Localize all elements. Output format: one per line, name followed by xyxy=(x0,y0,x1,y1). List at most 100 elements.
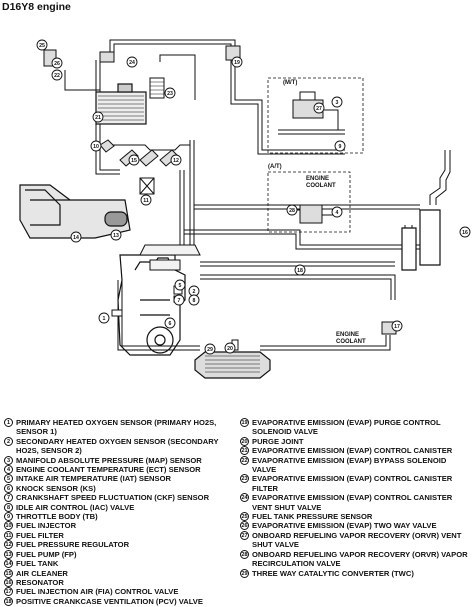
callout-number: 3 xyxy=(336,100,339,106)
callout-number: 12 xyxy=(173,158,179,164)
legend-number: 4 xyxy=(4,465,13,475)
legend-text: KNOCK SENSOR (KS) xyxy=(16,483,96,493)
legend-text: ENGINE COOLANT TEMPERATURE (ECT) SENSOR xyxy=(16,465,201,475)
callout-8: 8 xyxy=(188,294,200,306)
legend-number: 18 xyxy=(4,596,13,606)
callout-29: 29 xyxy=(204,343,216,355)
legend-text: SECONDARY HEATED OXYGEN SENSOR (SECONDAR… xyxy=(16,436,219,456)
callout-4: 4 xyxy=(331,206,343,218)
engine-coolant-label-2: ENGINE COOLANT xyxy=(336,332,366,345)
legend-number: 23 xyxy=(240,474,249,484)
legend-text: IDLE AIR CONTROL (IAC) VALVE xyxy=(16,502,135,512)
callout-number: 20 xyxy=(227,346,233,352)
callout-12: 12 xyxy=(170,154,182,166)
legend-number: 25 xyxy=(240,512,249,522)
filler-neck xyxy=(401,209,441,271)
page-title: D16Y8 engine xyxy=(2,1,71,13)
legend-text: POSITIVE CRANKCASE VENTILATION (PCV) VAL… xyxy=(16,596,203,606)
diagram-labels: (M/T) (A/T) ENGINE COOLANT ENGINE COOLAN… xyxy=(268,80,366,345)
callout-number: 18 xyxy=(297,268,303,274)
callout-number: 1 xyxy=(103,316,106,322)
legend-number: 20 xyxy=(240,436,249,446)
callout-number: 9 xyxy=(339,144,342,150)
mt-label: (M/T) xyxy=(283,80,297,86)
callout-21: 21 xyxy=(92,111,104,123)
legend-text: EVAPORATIVE EMISSION (EVAP) BYPASS SOLEN… xyxy=(252,455,447,475)
legend-text: EVAPORATIVE EMISSION (EVAP) CONTROL CANI… xyxy=(252,493,453,512)
legend-number: 7 xyxy=(4,493,13,503)
legend-number: 22 xyxy=(240,455,249,465)
callout-9: 9 xyxy=(334,140,346,152)
legend-text: FUEL TANK xyxy=(16,559,59,569)
callout-number: 15 xyxy=(131,158,137,164)
callout-number: 5 xyxy=(179,283,182,289)
legend-number: 15 xyxy=(4,568,13,578)
callout-number: 29 xyxy=(207,347,213,353)
legend-text: ONBOARD REFUELING VAPOR RECOVERY (ORVR) … xyxy=(252,530,462,550)
callout-number: 14 xyxy=(73,235,79,241)
legend-text: FUEL FILTER xyxy=(16,530,64,540)
callout-number: 8 xyxy=(193,298,196,304)
small-parts xyxy=(111,205,297,351)
callout-number: 25 xyxy=(39,43,45,49)
legend-number: 3 xyxy=(4,455,13,465)
legend-number: 2 xyxy=(4,436,13,446)
legend-text: AIR CLEANER xyxy=(16,568,68,578)
callout-number: 19 xyxy=(234,60,240,66)
callout-1: 1 xyxy=(98,312,110,324)
callout-6: 6 xyxy=(164,317,176,329)
callout-18: 18 xyxy=(294,264,306,276)
legend-number: 26 xyxy=(240,521,249,531)
callout-5: 5 xyxy=(174,279,186,291)
callout-16: 16 xyxy=(459,226,471,238)
callout-number: 26 xyxy=(54,61,60,67)
callout-number: 24 xyxy=(129,60,135,66)
evap-canister xyxy=(95,83,147,125)
fuel-filter xyxy=(139,177,155,195)
legend-text: ONBOARD REFUELING VAPOR RECOVERY (ORVR) … xyxy=(252,549,468,569)
callout-number: 17 xyxy=(394,324,400,330)
legend-text: CRANKSHAFT SPEED FLUCTUATION (CKF) SENSO… xyxy=(16,493,210,503)
callout-10: 10 xyxy=(90,140,102,152)
legend-number: 13 xyxy=(4,549,13,559)
callout-17: 17 xyxy=(391,320,403,332)
callout-14: 14 xyxy=(70,231,82,243)
legend-text: FUEL INJECTOR xyxy=(16,521,77,531)
legend-number: 27 xyxy=(240,530,249,540)
callout-27: 27 xyxy=(313,102,325,114)
legend-number: 1 xyxy=(4,418,13,427)
callout-number: 7 xyxy=(178,298,181,304)
at-label: (A/T) xyxy=(268,164,282,170)
legend-number: 14 xyxy=(4,559,13,569)
intake-manifold xyxy=(139,244,201,271)
callout-11: 11 xyxy=(140,194,152,206)
callout-22: 22 xyxy=(51,69,63,81)
purge-solenoid xyxy=(43,45,241,67)
callout-number: 4 xyxy=(336,210,339,216)
callout-7: 7 xyxy=(173,294,185,306)
callout-24: 24 xyxy=(126,56,138,68)
callout-number: 16 xyxy=(462,230,468,236)
legend-number: 6 xyxy=(4,483,13,493)
legend-number: 12 xyxy=(4,540,13,550)
mt-box xyxy=(267,77,364,154)
legend-number: 21 xyxy=(240,446,249,456)
legend-text: MANIFOLD ABSOLUTE PRESSURE (MAP) SENSOR xyxy=(16,455,202,465)
